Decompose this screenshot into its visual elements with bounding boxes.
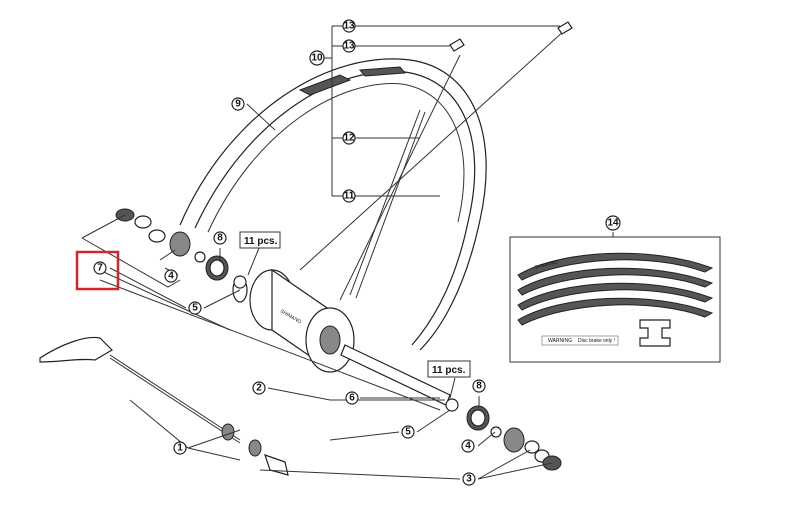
svg-text:6: 6 [349, 393, 355, 404]
svg-text:2: 2 [256, 383, 262, 394]
svg-text:3: 3 [466, 474, 472, 485]
leader-lines [81, 25, 614, 480]
callout-10: 10 [309, 50, 325, 66]
callout-13: 13 [342, 19, 356, 33]
svg-text:5: 5 [192, 303, 198, 314]
svg-text:9: 9 [235, 99, 241, 110]
decal-sheet: SHIMANO WARNING Disc brake only ! [509, 236, 721, 363]
svg-text:13: 13 [343, 41, 355, 52]
callout-5: 5 [401, 425, 415, 439]
callout-6: 6 [345, 391, 359, 405]
callout-12: 12 [342, 131, 356, 145]
callout-13: 13 [342, 39, 356, 53]
callout-3: 3 [462, 472, 476, 486]
callout-11: 11 [342, 189, 356, 203]
svg-text:12: 12 [343, 133, 355, 144]
rim [179, 58, 487, 351]
callout-1: 1 [173, 441, 187, 455]
spokes [299, 21, 573, 301]
callout-5: 5 [188, 301, 202, 315]
svg-text:Disc brake only !: Disc brake only ! [578, 338, 615, 344]
callouts: 13 13 10 9 12 11 14 8 7 4 5 2 6 8 5 4 1 … [93, 19, 621, 486]
svg-text:1: 1 [177, 443, 183, 454]
svg-text:8: 8 [217, 233, 223, 244]
svg-text:10: 10 [311, 53, 323, 64]
nipple-icon [449, 38, 465, 52]
svg-text:4: 4 [168, 271, 174, 282]
quantity-label: 11 pcs. [427, 360, 471, 378]
svg-text:14: 14 [607, 218, 619, 229]
svg-text:11: 11 [344, 191, 355, 202]
callout-8: 8 [472, 379, 486, 393]
callout-14: 14 [605, 215, 621, 231]
quick-release [39, 336, 289, 476]
svg-text:4: 4 [465, 441, 471, 452]
svg-text:13: 13 [343, 21, 355, 32]
left-parts [115, 208, 247, 289]
nipple-icon [557, 21, 573, 35]
svg-text:11 pcs.: 11 pcs. [244, 236, 278, 247]
callout-9: 9 [231, 97, 245, 111]
highlight-box [75, 250, 120, 291]
svg-text:5: 5 [405, 427, 411, 438]
svg-text:8: 8 [476, 381, 482, 392]
callout-4: 4 [164, 269, 178, 283]
right-parts [445, 398, 562, 471]
svg-text:7: 7 [97, 263, 103, 274]
rim-decal-strips [517, 252, 714, 326]
quantity-label: 11 pcs. [239, 231, 281, 249]
callout-2: 2 [252, 381, 266, 395]
callout-8: 8 [213, 231, 227, 245]
svg-text:SHIMANO: SHIMANO [534, 259, 558, 270]
svg-text:WARNING: WARNING [548, 338, 572, 344]
callout-4: 4 [461, 439, 475, 453]
callout-7: 7 [93, 261, 107, 275]
small-decal [639, 319, 671, 347]
svg-text:11 pcs.: 11 pcs. [432, 365, 466, 376]
